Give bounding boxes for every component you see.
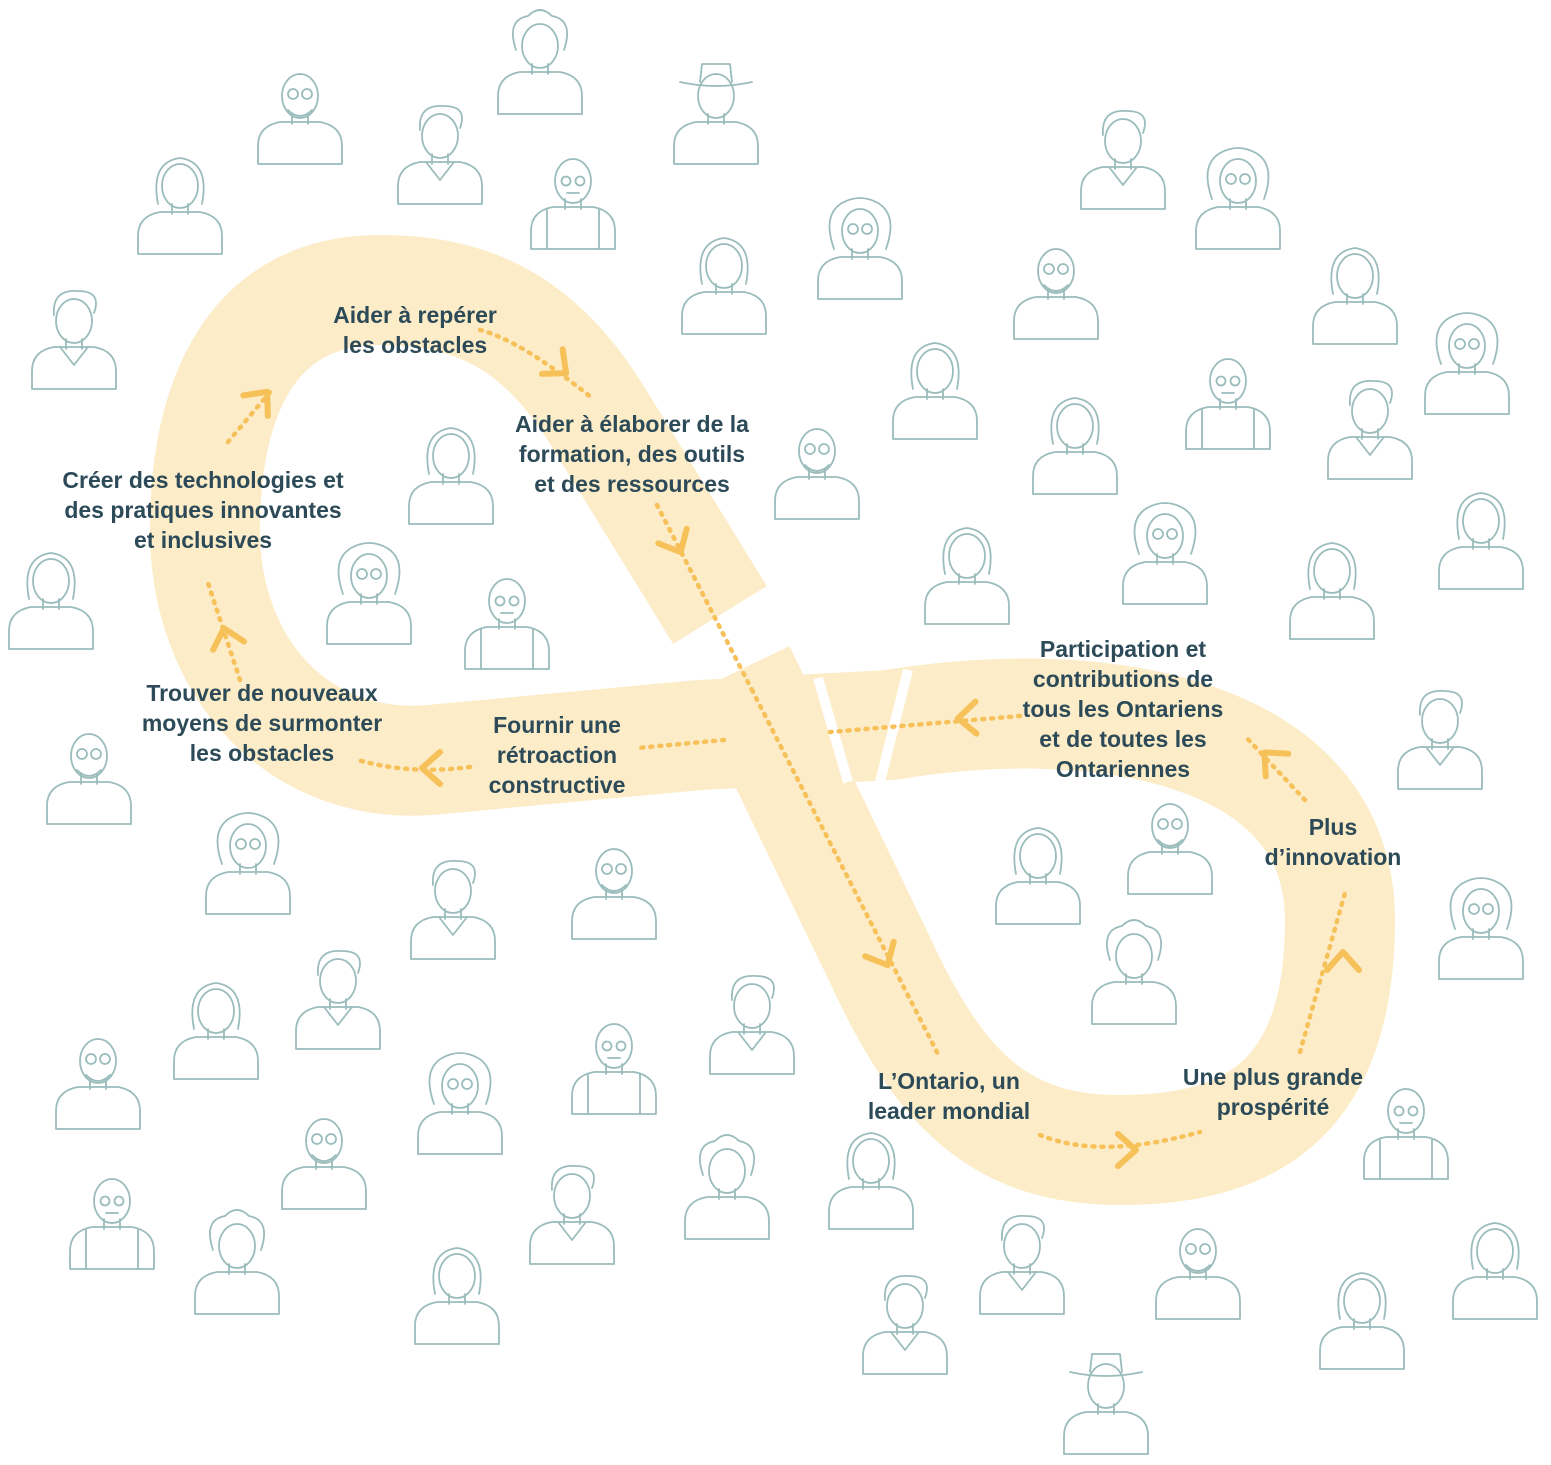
hat-man-icon xyxy=(1063,1353,1149,1455)
woman-icon xyxy=(924,527,1010,625)
flow-arrowhead-icon xyxy=(539,346,570,377)
woman-icon xyxy=(1312,247,1398,345)
woman-icon xyxy=(828,1132,914,1230)
infinity-band-path xyxy=(150,235,1395,1205)
flow-dotted-line xyxy=(1241,732,1308,803)
glasses-man-icon xyxy=(55,1038,141,1130)
woman-icon xyxy=(995,827,1081,925)
wild-hair-woman-icon xyxy=(817,197,903,300)
glasses-man-icon xyxy=(1013,248,1099,340)
wild-hair-woman-icon xyxy=(1195,147,1281,250)
flow-dotted-line xyxy=(635,737,727,751)
flow-dotted-line xyxy=(355,757,473,773)
flow-arrowhead-icon xyxy=(955,698,980,737)
woman-icon xyxy=(173,982,259,1080)
flow-dotted-line xyxy=(477,327,595,401)
flow-arrowhead-icon xyxy=(862,938,897,969)
man-icon xyxy=(410,860,496,960)
step-leader-label: L’Ontario, un leader mondial xyxy=(867,1068,1031,1124)
man-icon xyxy=(979,1215,1065,1315)
curly-woman-icon xyxy=(497,9,583,115)
wild-hair-woman-icon xyxy=(205,812,291,915)
wild-hair-woman-icon xyxy=(1438,877,1524,980)
elderly-man-icon xyxy=(1185,358,1271,450)
flow-arrowhead-icon xyxy=(655,525,690,556)
elderly-man-icon xyxy=(571,1023,657,1115)
people-layer xyxy=(8,9,1538,1455)
glasses-man-icon xyxy=(281,1118,367,1210)
elderly-man-icon xyxy=(1363,1088,1449,1180)
glasses-man-icon xyxy=(46,733,132,825)
wild-hair-woman-icon xyxy=(1122,502,1208,605)
step-prosperite-label: Une plus grande prospérité xyxy=(1182,1064,1364,1120)
glasses-man-icon xyxy=(571,848,657,940)
step-creer-label: Créer des technologies et des pratiques … xyxy=(62,467,344,553)
woman-icon xyxy=(8,552,94,650)
elderly-man-icon xyxy=(69,1178,155,1270)
man-icon xyxy=(1397,690,1483,790)
woman-icon xyxy=(892,342,978,440)
man-icon xyxy=(31,290,117,390)
elderly-man-icon xyxy=(530,158,616,250)
flow-arrowhead-icon xyxy=(1324,949,1362,973)
man-icon xyxy=(1327,380,1413,480)
woman-icon xyxy=(408,427,494,525)
flow-dotted-line xyxy=(654,502,755,693)
arrow-layer xyxy=(204,327,1362,1169)
hat-man-icon xyxy=(673,63,759,165)
flow-arrowhead-icon xyxy=(240,388,271,419)
man-icon xyxy=(295,950,381,1050)
woman-icon xyxy=(1452,1222,1538,1320)
man-icon xyxy=(709,975,795,1075)
band-cut xyxy=(813,676,853,784)
man-icon xyxy=(862,1275,948,1375)
step-reperer-label: Aider à repérer les obstacles xyxy=(333,302,497,358)
flow-arrowhead-icon xyxy=(419,749,443,787)
man-icon xyxy=(1080,110,1166,210)
curly-woman-icon xyxy=(684,1134,770,1240)
curly-woman-icon xyxy=(1091,919,1177,1025)
step-trouver-label: Trouver de nouveaux moyens de surmonter … xyxy=(141,680,383,766)
flow-arrowhead-icon xyxy=(1261,749,1292,780)
glasses-man-icon xyxy=(1127,803,1213,895)
flow-dotted-line xyxy=(225,389,273,445)
flow-arrowhead-icon xyxy=(210,625,248,653)
flow-dotted-line xyxy=(749,687,943,1061)
woman-icon xyxy=(414,1247,500,1345)
curly-woman-icon xyxy=(194,1209,280,1315)
woman-icon xyxy=(137,157,223,255)
woman-icon xyxy=(681,237,767,335)
flow-arrowhead-icon xyxy=(1115,1131,1139,1169)
step-innovation-label: Plus d’innovation xyxy=(1264,814,1402,870)
man-icon xyxy=(529,1165,615,1265)
woman-icon xyxy=(1032,397,1118,495)
flow-dotted-line xyxy=(1037,1129,1203,1150)
woman-icon xyxy=(1289,542,1375,640)
step-fournir-label: Fournir une rétroaction constructive xyxy=(488,712,626,798)
glasses-man-icon xyxy=(257,73,343,165)
glasses-man-icon xyxy=(1155,1228,1241,1320)
glasses-man-icon xyxy=(774,428,860,520)
flow-dotted-line xyxy=(1297,890,1348,1055)
wild-hair-woman-icon xyxy=(326,542,412,645)
wild-hair-woman-icon xyxy=(1424,312,1510,415)
step-elaborer-label: Aider à élaborer de la formation, des ou… xyxy=(515,411,749,497)
elderly-man-icon xyxy=(464,578,550,670)
wild-hair-woman-icon xyxy=(417,1052,503,1155)
woman-icon xyxy=(1438,492,1524,590)
woman-icon xyxy=(1319,1272,1405,1370)
man-icon xyxy=(397,105,483,205)
step-participation-label: Participation et contributions de tous l… xyxy=(1022,636,1224,782)
